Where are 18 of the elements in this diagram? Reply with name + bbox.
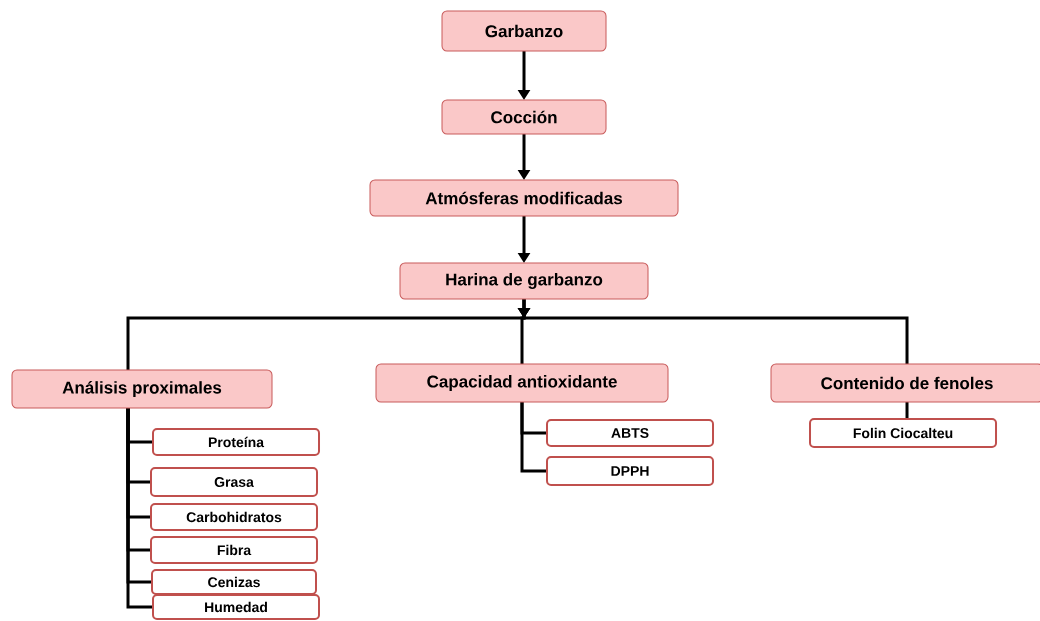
process-box: Capacidad antioxidante (375, 363, 669, 403)
process-box: Atmósferas modificadas (369, 179, 679, 217)
analysis-box: Grasa (150, 467, 318, 497)
process-box: Harina de garbanzo (399, 262, 649, 300)
process-box: Garbanzo (441, 10, 607, 52)
analysis-box: Fibra (150, 536, 318, 564)
analysis-box: Proteína (152, 428, 320, 456)
process-box: Cocción (441, 99, 607, 135)
analysis-box: DPPH (546, 456, 714, 486)
analysis-box: Carbohidratos (150, 503, 318, 531)
analysis-box: Cenizas (151, 569, 317, 595)
analysis-box: Folin Ciocalteu (809, 418, 997, 448)
connector-line (520, 402, 547, 473)
analysis-box: ABTS (546, 419, 714, 447)
process-box: Contenido de fenoles (770, 363, 1040, 403)
analysis-box: Humedad (152, 594, 320, 620)
process-box: Análisis proximales (11, 369, 273, 409)
connector-line (126, 408, 153, 609)
